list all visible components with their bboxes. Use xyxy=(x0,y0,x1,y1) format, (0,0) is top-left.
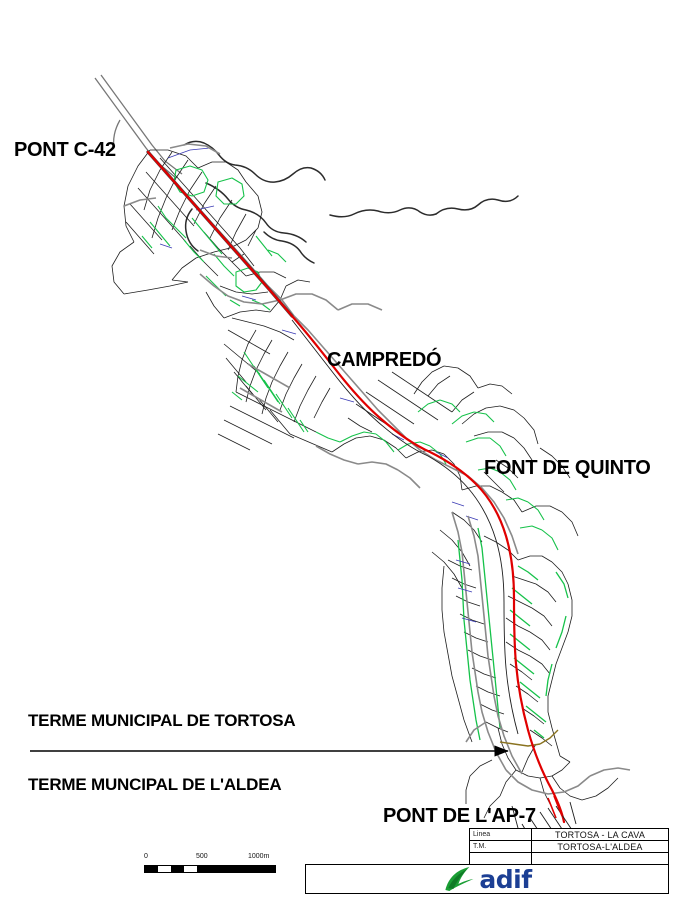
adif-wordmark: adif xyxy=(479,864,532,894)
title-block-key-linea: Linea xyxy=(470,829,532,840)
scale-segment xyxy=(171,866,184,872)
map-label-font-de-quinto: FONT DE QUINTO xyxy=(484,457,651,479)
title-block-row-empty xyxy=(470,853,668,865)
scale-tick-labels: 0 500 1000m xyxy=(144,853,276,863)
scale-tick-1000: 1000m xyxy=(248,853,270,860)
title-block-row-tm: T.M. TORTOSA-L'ALDEA xyxy=(470,841,668,853)
railway-alignment-red[interactable] xyxy=(146,150,566,824)
service-road-olive xyxy=(499,729,559,747)
scale-segment xyxy=(158,866,171,872)
title-block-row-linea: Linea TORTOSA - LA CAVA xyxy=(470,829,668,841)
logo-bar: adif xyxy=(305,864,669,894)
title-block-key-empty xyxy=(470,853,532,865)
scale-tick-0: 0 xyxy=(144,853,148,860)
secondary-roads-south xyxy=(451,511,631,795)
existing-road-corridor xyxy=(94,74,183,179)
adif-logo: adif xyxy=(442,864,532,894)
hydrography-layer xyxy=(183,140,519,264)
adif-arrow-icon xyxy=(445,867,474,891)
map-label-campredo: CAMPREDÓ xyxy=(327,349,442,371)
scale-segment xyxy=(184,866,197,872)
cadastral-campredo xyxy=(217,317,579,537)
boundary-label-tortosa: TERME MUNICIPAL DE TORTOSA xyxy=(28,711,296,730)
scale-segment xyxy=(145,866,158,872)
ap7-red-marker xyxy=(547,795,563,819)
scale-segment xyxy=(210,866,275,872)
cadastral-south xyxy=(431,511,619,819)
boundary-label-aldea: TERME MUNCIPAL DE L'ALDEA xyxy=(28,775,282,794)
title-block: Linea TORTOSA - LA CAVA T.M. TORTOSA-L'A… xyxy=(469,828,669,866)
map-label-pont-de-lap-7: PONT DE L'AP-7 xyxy=(383,805,536,827)
scale-tick-500: 500 xyxy=(196,853,208,860)
vegetation-south xyxy=(457,527,569,741)
title-block-value-linea: TORTOSA - LA CAVA xyxy=(554,829,646,840)
cadastral-north xyxy=(111,149,311,319)
hydro-accent-north xyxy=(159,147,257,301)
scale-bar-graphic xyxy=(144,865,276,873)
vegetation-campredo xyxy=(231,351,559,551)
map-label-pont-c42: PONT C-42 xyxy=(14,139,116,161)
title-block-key-tm: T.M. xyxy=(470,841,532,852)
scale-bar: 0 500 1000m xyxy=(144,853,276,877)
title-block-value-tm: TORTOSA-L'ALDEA xyxy=(557,841,643,852)
scale-segment xyxy=(197,866,210,872)
